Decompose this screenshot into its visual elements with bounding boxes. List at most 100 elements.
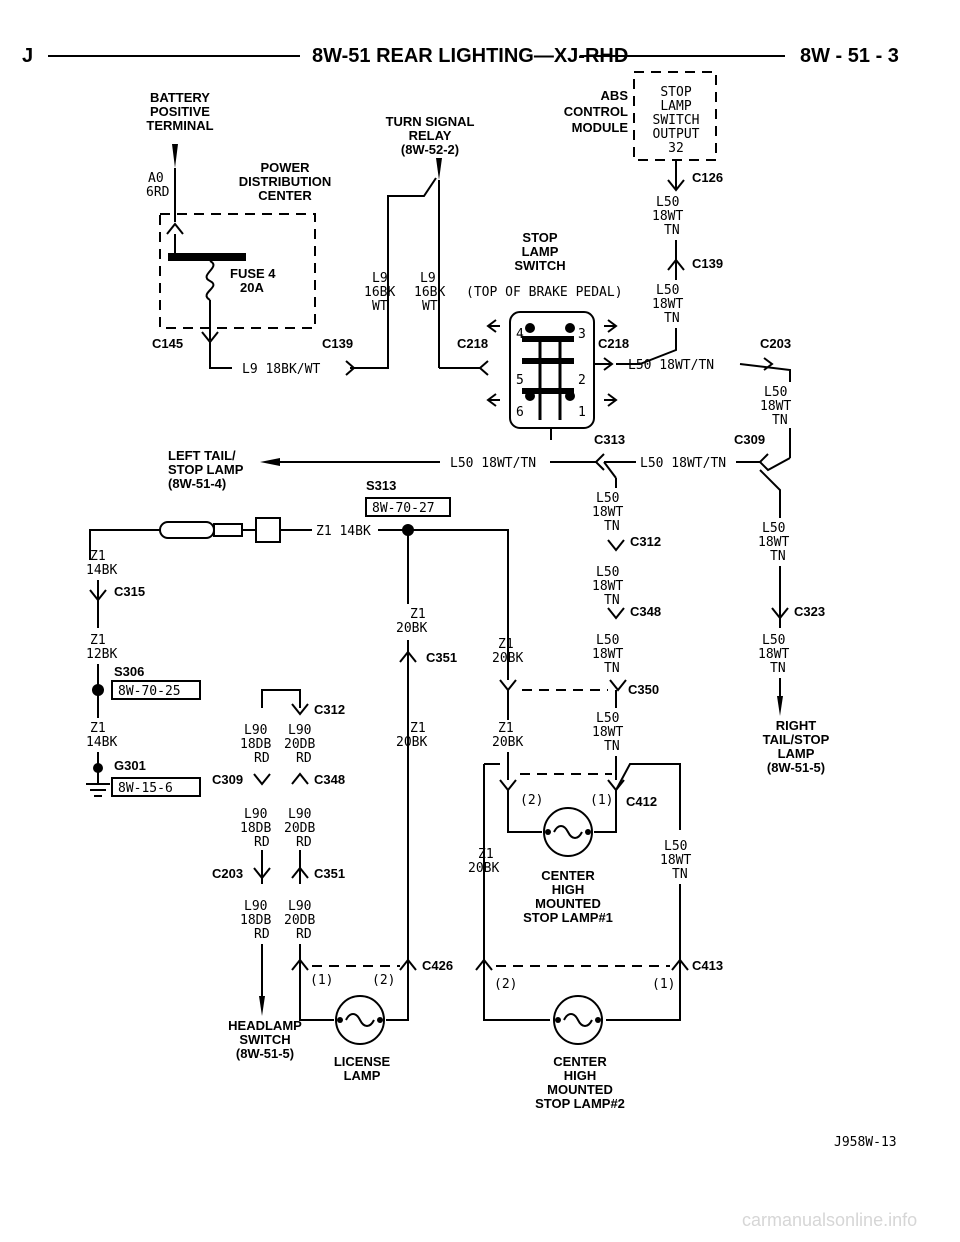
- splice-s306: S306: [114, 664, 144, 679]
- relay-arrow-icon: [436, 158, 442, 180]
- svg-text:TN: TN: [772, 413, 788, 428]
- svg-text:(8W-52-2): (8W-52-2): [401, 142, 459, 157]
- battery-terminal: BATTERY POSITIVE TERMINAL: [146, 90, 213, 133]
- svg-text:LAMP: LAMP: [344, 1068, 381, 1083]
- wire-label-l9-18: L9 18BK/WT: [242, 362, 320, 377]
- page-title: 8W-51 REAR LIGHTING—XJ-RHD: [312, 45, 628, 67]
- svg-text:Z1: Z1: [90, 549, 106, 564]
- wire-label-z1-20bk-b: Z1 20BK: [396, 721, 427, 750]
- ref-8w-70-27: 8W-70-27: [372, 501, 435, 516]
- svg-text:TN: TN: [672, 867, 688, 882]
- connector-c139-left: C139: [322, 336, 353, 351]
- svg-text:(8W-51-5): (8W-51-5): [236, 1046, 294, 1061]
- svg-text:OUTPUT: OUTPUT: [653, 127, 700, 142]
- svg-text:18DB: 18DB: [240, 821, 271, 836]
- fuse-icon: [205, 260, 215, 301]
- wire-l50-abs: [616, 328, 677, 365]
- wire-label-l50-1: L50 18WT TN: [652, 195, 683, 238]
- svg-text:18WT: 18WT: [652, 297, 683, 312]
- chmsl1-bulb-icon: [543, 807, 593, 857]
- svg-text:6RD: 6RD: [146, 185, 170, 200]
- svg-text:20BK: 20BK: [468, 861, 499, 876]
- svg-text:L50: L50: [762, 633, 785, 648]
- ground-icon: [86, 783, 110, 797]
- wire-label-l90-b: L90 20DB RD: [284, 723, 315, 766]
- svg-text:STOP LAMP#2: STOP LAMP#2: [535, 1096, 625, 1111]
- switch-pin-labels: 4 3 5 2 6 1: [516, 327, 586, 420]
- svg-text:L90: L90: [288, 723, 311, 738]
- svg-text:RD: RD: [254, 927, 270, 942]
- connector-c218-right: C218: [598, 336, 629, 351]
- svg-text:LEFT TAIL/: LEFT TAIL/: [168, 448, 236, 463]
- connector-c413: C413: [692, 958, 723, 973]
- svg-text:Z1: Z1: [498, 721, 514, 736]
- svg-text:Z1: Z1: [90, 633, 106, 648]
- svg-text:Z1: Z1: [478, 847, 494, 862]
- connector-c426: C426: [422, 958, 453, 973]
- svg-text:TERMINAL: TERMINAL: [146, 118, 213, 133]
- wire-label-l50-10: L50 18WT TN: [660, 839, 691, 882]
- figure-code: J958W-13: [834, 1135, 897, 1150]
- wire-label-l90-c: L90 18DB RD: [240, 807, 271, 850]
- header-left: J: [22, 45, 33, 67]
- connector-c145: C145: [152, 336, 183, 351]
- headlamp-switch: HEADLAMP SWITCH (8W-51-5): [228, 1018, 302, 1061]
- wire-label-l50-left: L50 18WT/TN: [450, 456, 536, 471]
- svg-text:MODULE: MODULE: [572, 120, 629, 135]
- svg-text:TN: TN: [664, 223, 680, 238]
- svg-text:(1): (1): [590, 793, 613, 808]
- svg-text:20DB: 20DB: [284, 737, 315, 752]
- license-lamp-bulb-icon: [335, 995, 385, 1045]
- connector-c312-right: C312: [630, 534, 661, 549]
- connector-c351-right: C351: [426, 650, 457, 665]
- svg-text:BATTERY: BATTERY: [150, 90, 210, 105]
- svg-text:CENTER: CENTER: [258, 188, 312, 203]
- connector-c309-left: C309: [212, 772, 243, 787]
- svg-text:TN: TN: [604, 739, 620, 754]
- svg-text:(1): (1): [310, 973, 333, 988]
- svg-text:18WT: 18WT: [758, 647, 789, 662]
- ref-box-3: [111, 777, 201, 797]
- svg-text:L9: L9: [372, 271, 388, 286]
- connector-c348-right: C348: [630, 604, 661, 619]
- connector-c203: C203: [760, 336, 791, 351]
- svg-text:TN: TN: [604, 661, 620, 676]
- right-lamp-arrow-icon: [777, 696, 783, 716]
- svg-text:SWITCH: SWITCH: [514, 258, 565, 273]
- svg-text:(2): (2): [494, 977, 517, 992]
- connector-socket-icon: [255, 517, 281, 543]
- wire-label-l50-5: L50 18WT TN: [592, 565, 623, 608]
- svg-text:RD: RD: [296, 927, 312, 942]
- svg-text:L9: L9: [420, 271, 436, 286]
- svg-text:18WT: 18WT: [592, 647, 623, 662]
- svg-text:Z1: Z1: [498, 637, 514, 652]
- pdc-box: [159, 213, 316, 329]
- svg-text:STOP: STOP: [522, 230, 557, 245]
- svg-text:CONTROL: CONTROL: [564, 104, 628, 119]
- connector-c309-top: C309: [734, 432, 765, 447]
- svg-text:18WT: 18WT: [592, 505, 623, 520]
- svg-text:WT: WT: [422, 299, 438, 314]
- wire-label-z1-12bk: Z1 12BK: [86, 633, 117, 662]
- svg-text:STOP: STOP: [660, 85, 691, 100]
- wire-label-l9-16-b: L9 16BK WT: [414, 271, 445, 314]
- svg-text:HIGH: HIGH: [552, 882, 585, 897]
- svg-text:RELAY: RELAY: [409, 128, 452, 143]
- wire-label-z1-14bk-b: Z1 14BK: [86, 721, 117, 750]
- connector-symbol-pdc-in: [166, 222, 184, 235]
- ground-g301: G301: [114, 758, 146, 773]
- svg-text:TN: TN: [604, 519, 620, 534]
- left-lamp-arrow-icon: [260, 458, 280, 466]
- svg-text:CENTER: CENTER: [553, 1054, 607, 1069]
- svg-text:Z1: Z1: [410, 607, 426, 622]
- svg-text:20BK: 20BK: [492, 651, 523, 666]
- bus-bar: [168, 253, 246, 261]
- connector-plug-icon: [159, 521, 215, 539]
- svg-text:20BK: 20BK: [396, 735, 427, 750]
- svg-text:32: 32: [668, 141, 684, 156]
- svg-text:L50: L50: [656, 283, 679, 298]
- svg-text:DISTRIBUTION: DISTRIBUTION: [239, 174, 331, 189]
- stop-lamp-switch-label: STOP LAMP SWITCH: [514, 230, 565, 273]
- ref-box-1: [365, 497, 451, 517]
- connector-c312-left: C312: [314, 702, 345, 717]
